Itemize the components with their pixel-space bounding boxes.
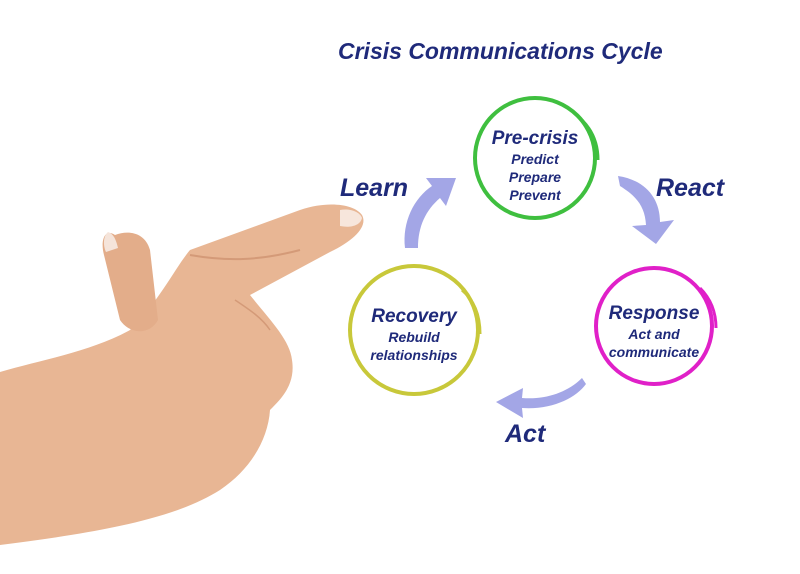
transition-label-act: Act (505, 420, 546, 448)
recovery-ring (348, 264, 480, 396)
pre-crisis-ring (473, 96, 597, 220)
recovery-line-1: Rebuild (388, 329, 440, 345)
response-line-1: Act and (628, 326, 680, 342)
diagram-title: Crisis Communications Cycle (338, 38, 663, 64)
transition-label-react: React (656, 174, 725, 202)
response-title: Response (608, 303, 700, 324)
arrow-act (496, 378, 586, 418)
response-ring (594, 266, 714, 386)
arrow-react (618, 176, 674, 244)
pre-crisis-line-3: Prevent (509, 187, 561, 203)
pre-crisis-ring-tail (580, 118, 600, 161)
recovery-title: Recovery (371, 306, 457, 327)
recovery-ring-tail (460, 288, 482, 335)
response-node: Response Act and communicate (592, 303, 716, 361)
transition-label-learn: Learn (340, 174, 409, 202)
pre-crisis-line-1: Predict (511, 151, 559, 167)
pre-crisis-title: Pre-crisis (491, 128, 579, 149)
recovery-line-2: relationships (370, 347, 458, 363)
response-ring-tail (698, 286, 718, 329)
pre-crisis-node: Pre-crisis Predict Prepare Prevent (475, 128, 595, 204)
pre-crisis-line-2: Prepare (508, 169, 562, 185)
response-line-2: communicate (608, 344, 700, 360)
pointing-hand-illustration (0, 204, 364, 546)
arrow-learn (404, 178, 456, 248)
recovery-node: Recovery Rebuild relationships (350, 306, 478, 364)
